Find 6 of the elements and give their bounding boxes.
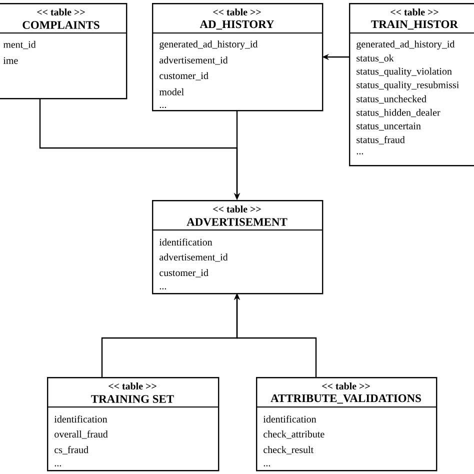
- table-box: << table >> TRAIN_HISTOR generated_ad_history_id status_ok status_quality_violation status_quality_resubmissi status_unchecked status_hidden_dealer status_uncertain status_fraud ...: [348, 3, 474, 166]
- table-box: << table >> ADVERTISEMENT identification advertisement_id customer_id ...: [152, 200, 324, 294]
- table-box: << table >> TRAINING SET identification overall_fraud cs_fraud ...: [46, 377, 220, 472]
- table-box: << table >> COMPLAINTS ment_id ime: [0, 3, 128, 100]
- table-box: << table >> ATTRIBUTE_VALIDATIONS identification check_attribute check_result ...: [256, 377, 438, 472]
- table-box: << table >> AD_HISTORY generated_ad_history_id advertisement_id customer_id model ...: [152, 3, 324, 112]
